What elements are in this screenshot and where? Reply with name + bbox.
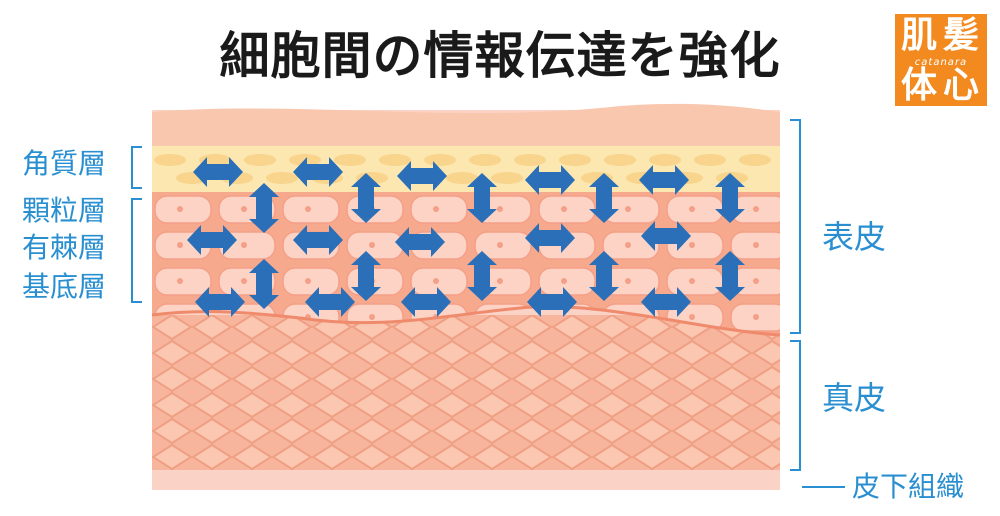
dermis-layer bbox=[152, 315, 780, 470]
basement-membrane bbox=[151, 305, 781, 337]
horizontal-double-arrow bbox=[401, 287, 451, 317]
label-dermis: 真皮 bbox=[822, 379, 887, 417]
vertical-double-arrow bbox=[715, 173, 745, 223]
left-bracket bbox=[131, 146, 142, 303]
vertical-double-arrow bbox=[715, 251, 745, 301]
vertical-double-arrow bbox=[351, 251, 381, 301]
logo-char-br: 心 bbox=[943, 65, 980, 106]
horizontal-double-arrow bbox=[395, 227, 445, 257]
vertical-double-arrow bbox=[589, 251, 619, 301]
logo-char-bl: 体 bbox=[901, 65, 938, 106]
horizontal-double-arrow bbox=[187, 225, 237, 255]
brand-logo: 肌 髪 catanara 体 心 bbox=[895, 14, 987, 106]
skin-surface bbox=[152, 103, 780, 146]
vertical-double-arrow bbox=[589, 173, 619, 223]
label-stratum-basale: 基底層 bbox=[22, 270, 107, 303]
signal-arrows bbox=[187, 157, 745, 317]
horizontal-double-arrow bbox=[193, 157, 243, 187]
horizontal-double-arrow bbox=[397, 161, 447, 191]
vertical-double-arrow bbox=[249, 183, 279, 233]
right-bracket bbox=[790, 119, 801, 471]
logo-subtext: catanara bbox=[914, 57, 968, 68]
vertical-double-arrow bbox=[467, 251, 497, 301]
logo-char-tl: 肌 bbox=[901, 15, 938, 56]
label-stratum-spinosum: 有棘層 bbox=[22, 231, 107, 264]
page-title: 細胞間の情報伝達を強化 bbox=[219, 27, 781, 85]
horizontal-double-arrow bbox=[293, 157, 343, 187]
horizontal-double-arrow bbox=[527, 287, 577, 317]
horizontal-double-arrow bbox=[525, 223, 575, 253]
vertical-double-arrow bbox=[351, 173, 381, 223]
logo-char-tr: 髪 bbox=[943, 15, 980, 56]
horizontal-double-arrow bbox=[641, 287, 691, 317]
label-stratum-corneum: 角質層 bbox=[22, 147, 107, 180]
stratum-corneum-layer bbox=[152, 146, 780, 192]
horizontal-double-arrow bbox=[641, 221, 691, 251]
horizontal-double-arrow bbox=[293, 225, 343, 255]
horizontal-double-arrow bbox=[639, 165, 689, 195]
label-stratum-granulosum: 顆粒層 bbox=[22, 194, 107, 227]
vertical-double-arrow bbox=[249, 259, 279, 309]
horizontal-double-arrow bbox=[525, 165, 575, 195]
label-subcutis: 皮下組織 bbox=[852, 470, 965, 503]
horizontal-double-arrow bbox=[305, 287, 355, 317]
label-epidermis: 表皮 bbox=[822, 218, 887, 256]
vertical-double-arrow bbox=[467, 173, 497, 223]
horizontal-double-arrow bbox=[195, 287, 245, 317]
